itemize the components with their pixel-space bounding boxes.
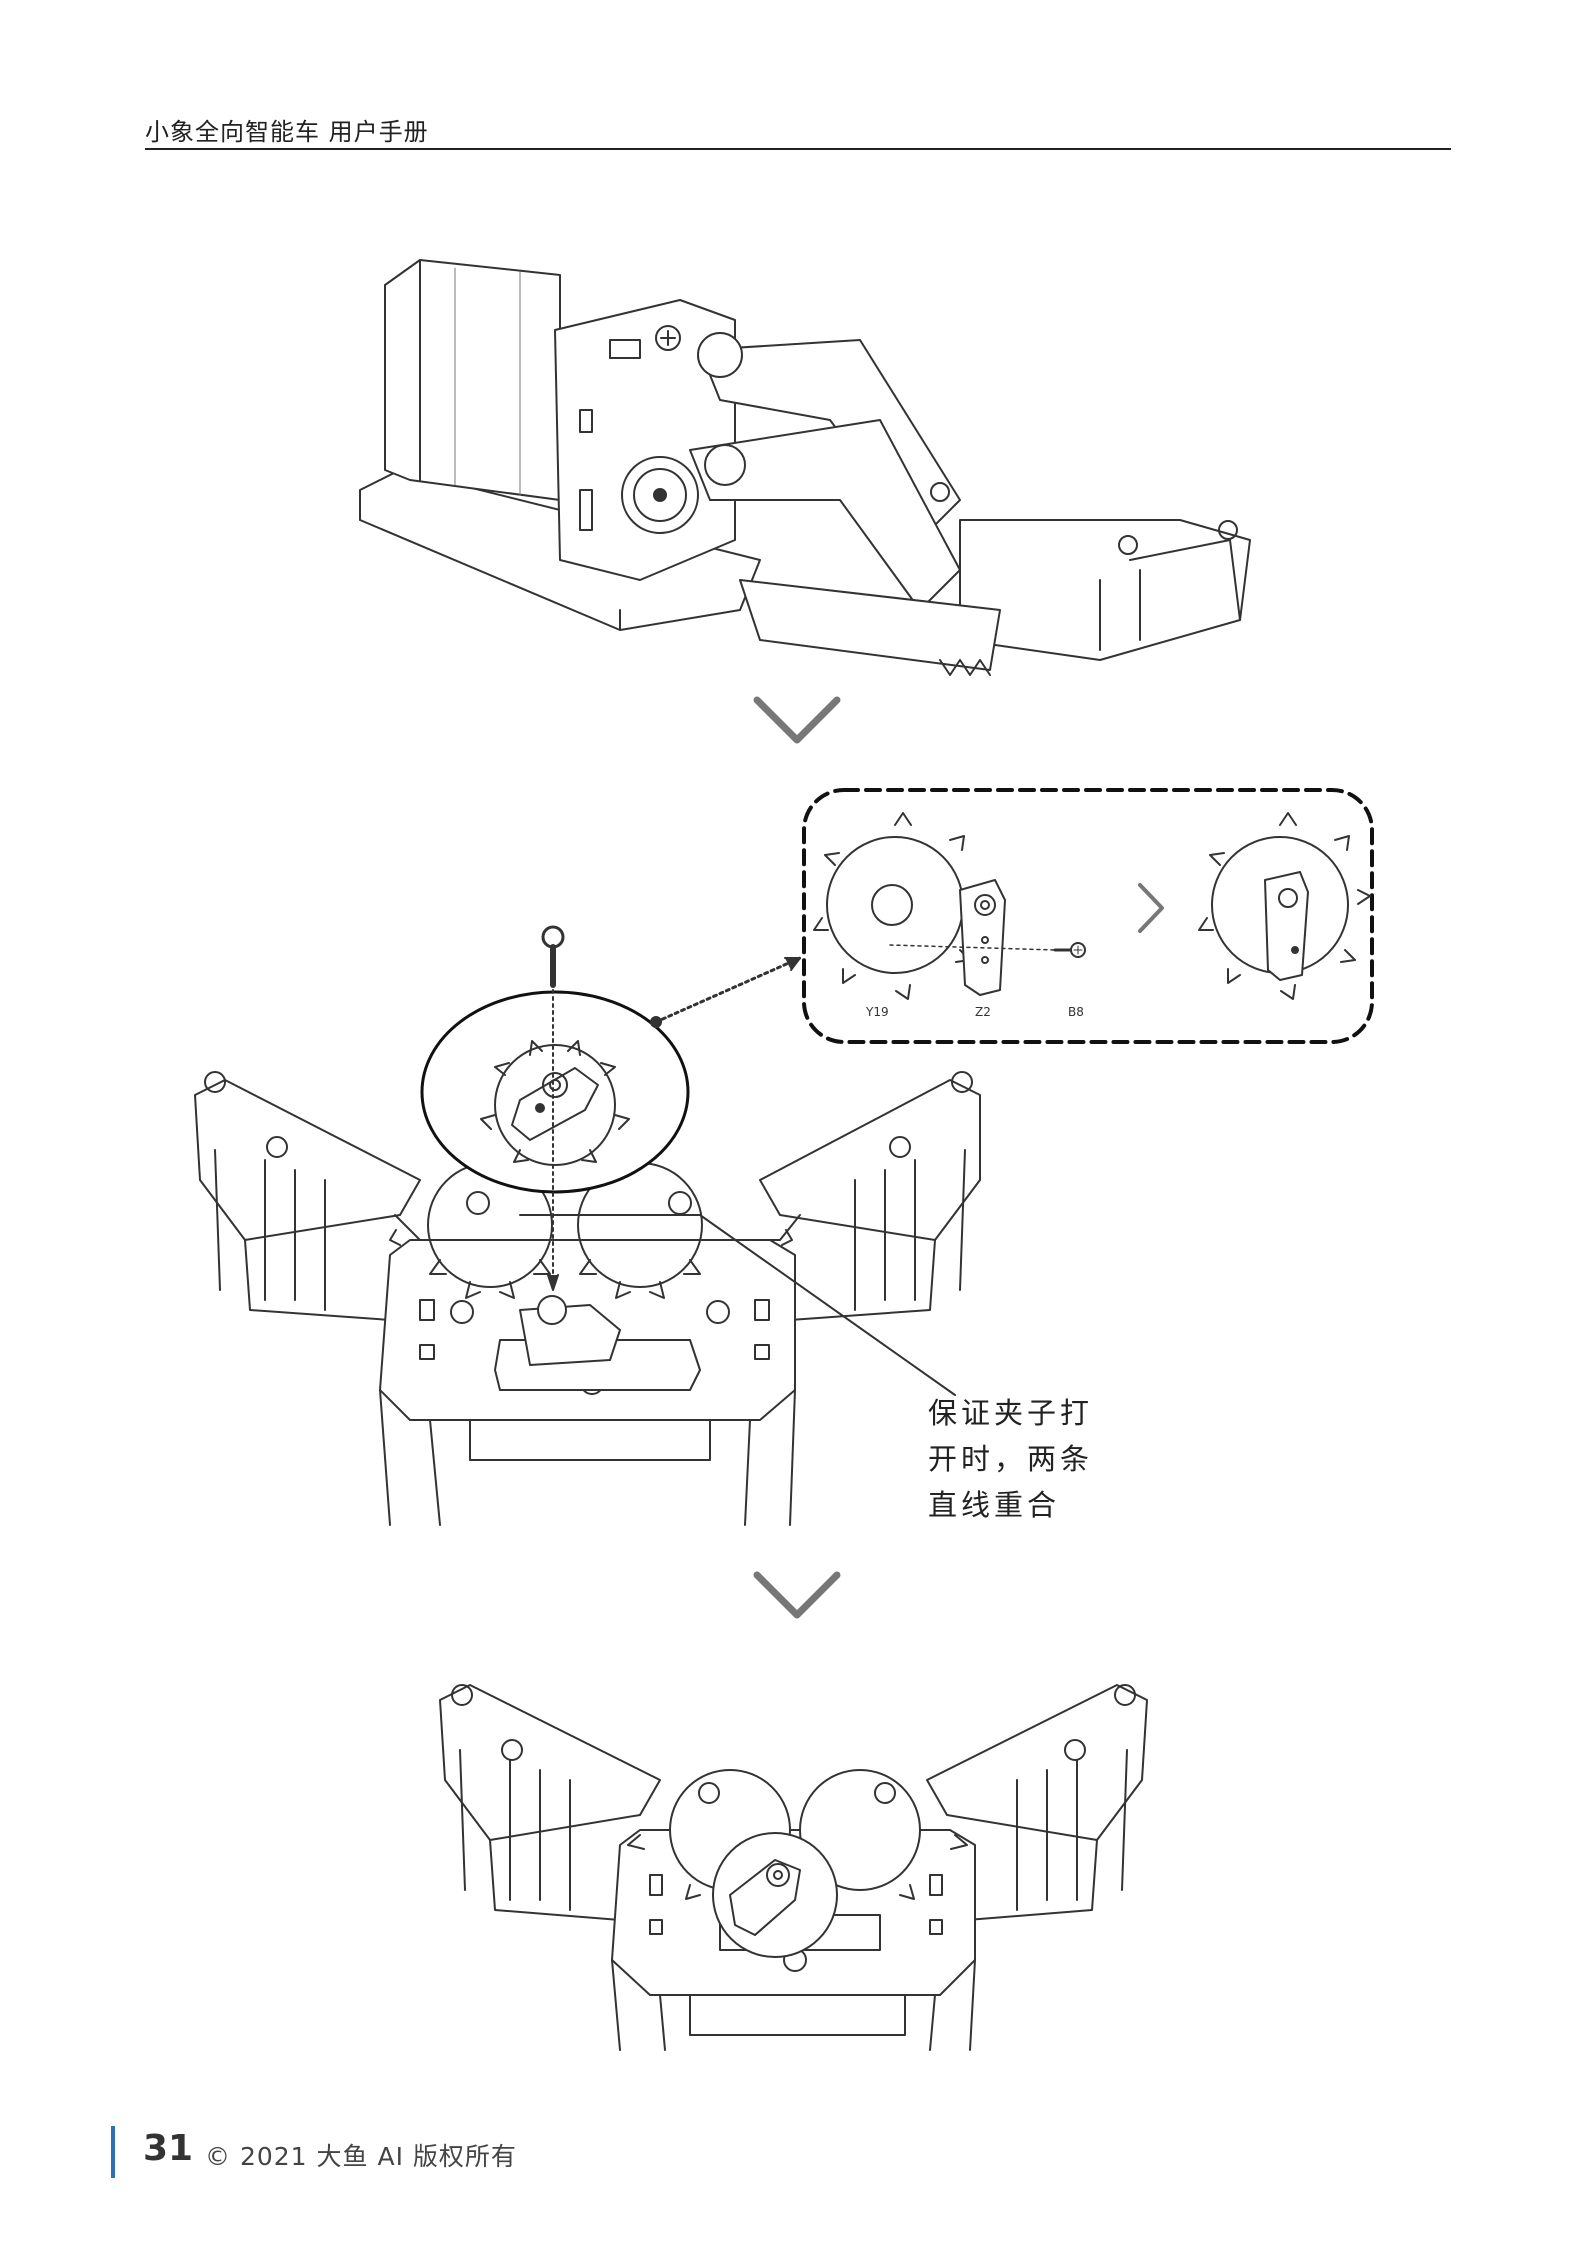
figure-claw-servo-assembly (359, 259, 1251, 676)
header-title: 小象全向智能车 用户手册 (145, 118, 429, 146)
alignment-note-line-2: 开时，两条 (928, 1442, 1094, 1476)
gear-assembled-icon (1198, 812, 1371, 1000)
inset-label-y19: Y19 (865, 1005, 889, 1019)
gear-y19-icon (813, 812, 986, 1000)
screw-b8-icon (1053, 942, 1086, 958)
servo-horn-z2-icon (959, 879, 1006, 996)
chevron-right-icon (1138, 883, 1164, 933)
header-rule (145, 148, 1451, 150)
inset-label-b8: B8 (1068, 1005, 1084, 1019)
down-arrow-icon (753, 696, 841, 744)
copyright-text: © 2021 大鱼 AI 版权所有 (205, 2142, 517, 2171)
footer-accent-bar (111, 2126, 115, 2178)
down-arrow-icon-2 (753, 1571, 841, 1619)
inset-label-z2: Z2 (975, 1005, 991, 1019)
alignment-note-line-3: 直线重合 (928, 1488, 1061, 1522)
alignment-note: 保证夹子打 开时，两条 直线重合 (928, 1390, 1093, 1528)
figure-final-assembly (439, 1684, 1148, 2051)
figure-gear-alignment (194, 925, 981, 1526)
page-number: 31 (143, 2128, 194, 2169)
alignment-note-line-1: 保证夹子打 (928, 1396, 1094, 1430)
inset-detail-box: Y19 Z2 B8 (802, 788, 1374, 1044)
